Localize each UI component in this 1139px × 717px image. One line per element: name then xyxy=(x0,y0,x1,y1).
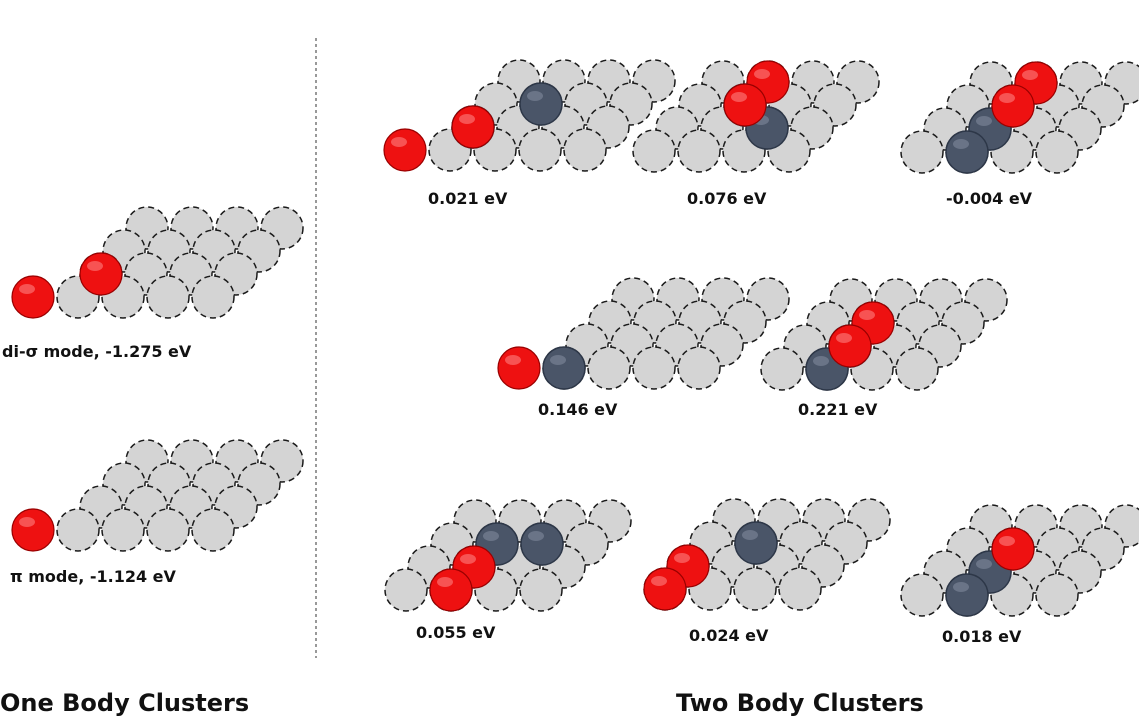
surface-atom xyxy=(632,346,676,390)
two-body-cluster-1: 0.076 eV xyxy=(632,60,880,208)
atom-highlight xyxy=(999,93,1015,103)
red-adsorbate-atom xyxy=(991,84,1035,128)
two-body-cluster-0: 0.021 eV xyxy=(383,59,676,208)
two-body-cluster-label: 0.221 eV xyxy=(798,400,878,419)
surface-atom xyxy=(56,508,100,552)
two-body-cluster-3: 0.146 eV xyxy=(497,277,790,419)
dark-adsorbate-atom xyxy=(519,82,563,126)
red-adsorbate-atom xyxy=(79,252,123,296)
dark-adsorbate-atom xyxy=(945,573,989,617)
two-body-cluster-label: 0.146 eV xyxy=(538,400,618,419)
two-body-cluster-label: 0.018 eV xyxy=(942,627,1022,646)
two-body-cluster-label: 0.021 eV xyxy=(428,189,508,208)
surface-atom xyxy=(900,573,944,617)
one-body-cluster-label: di-σ mode, -1.275 eV xyxy=(2,342,192,361)
surface-atom xyxy=(677,129,721,173)
two-body-cluster-label: 0.024 eV xyxy=(689,626,769,645)
atom-highlight xyxy=(527,91,543,101)
surface-atom xyxy=(778,567,822,611)
atom-highlight xyxy=(999,536,1015,546)
surface-atom xyxy=(677,346,721,390)
two-body-cluster-6: 0.024 eV xyxy=(643,498,891,645)
one-body-cluster-0: di-σ mode, -1.275 eV xyxy=(2,206,304,361)
dark-adsorbate-atom xyxy=(945,130,989,174)
dark-adsorbate-atom xyxy=(542,346,586,390)
atom-highlight xyxy=(976,559,992,569)
two-body-cluster-5: 0.055 eV xyxy=(384,499,632,642)
atom-highlight xyxy=(742,530,758,540)
two-body-cluster-7: 0.018 eV xyxy=(900,504,1139,646)
surface-atom xyxy=(1035,573,1079,617)
surface-atom xyxy=(146,508,190,552)
surface-atom xyxy=(101,508,145,552)
atom-highlight xyxy=(19,284,35,294)
two-body-cluster-4: 0.221 eV xyxy=(760,278,1008,419)
two-body-cluster-label: -0.004 eV xyxy=(946,189,1033,208)
atom-highlight xyxy=(651,576,667,586)
two-body-clusters: 0.021 eV 0.076 eV -0.004 eV 0.146 eV 0.221 e… xyxy=(383,59,1139,646)
atom-highlight xyxy=(953,139,969,149)
surface-atom xyxy=(900,130,944,174)
surface-atom xyxy=(1035,130,1079,174)
red-adsorbate-atom xyxy=(451,105,495,149)
surface-atom xyxy=(895,347,939,391)
dark-adsorbate-atom xyxy=(520,522,564,566)
red-adsorbate-atom xyxy=(11,275,55,319)
atom-highlight xyxy=(813,356,829,366)
two-body-cluster-label: 0.055 eV xyxy=(416,623,496,642)
atom-highlight xyxy=(550,355,566,365)
atom-highlight xyxy=(754,69,770,79)
surface-atom xyxy=(563,128,607,172)
atom-highlight xyxy=(1022,70,1038,80)
atom-highlight xyxy=(460,554,476,564)
red-adsorbate-atom xyxy=(991,527,1035,571)
atom-highlight xyxy=(674,553,690,563)
surface-atom xyxy=(519,568,563,612)
red-adsorbate-atom xyxy=(383,128,427,172)
red-adsorbate-atom xyxy=(723,83,767,127)
section-title-two-body: Two Body Clusters xyxy=(676,689,924,717)
surface-atom xyxy=(760,347,804,391)
atom-highlight xyxy=(437,577,453,587)
red-adsorbate-atom xyxy=(643,567,687,611)
atom-highlight xyxy=(87,261,103,271)
atom-highlight xyxy=(505,355,521,365)
surface-atom xyxy=(733,567,777,611)
surface-atom xyxy=(587,346,631,390)
atom-highlight xyxy=(19,517,35,527)
atom-highlight xyxy=(976,116,992,126)
atom-highlight xyxy=(836,333,852,343)
atom-highlight xyxy=(859,310,875,320)
red-adsorbate-atom xyxy=(11,508,55,552)
surface-atom xyxy=(518,128,562,172)
atom-highlight xyxy=(483,531,499,541)
atom-highlight xyxy=(391,137,407,147)
atom-highlight xyxy=(528,531,544,541)
surface-atom xyxy=(632,129,676,173)
one-body-cluster-1: π mode, -1.124 eV xyxy=(10,439,304,586)
surface-atom xyxy=(384,568,428,612)
red-adsorbate-atom xyxy=(497,346,541,390)
atom-highlight xyxy=(731,92,747,102)
surface-atom xyxy=(191,508,235,552)
section-title-one-body: One Body Clusters xyxy=(0,689,249,717)
two-body-cluster-label: 0.076 eV xyxy=(687,189,767,208)
red-adsorbate-atom xyxy=(429,568,473,612)
red-adsorbate-atom xyxy=(828,324,872,368)
surface-atom xyxy=(191,275,235,319)
surface-atom xyxy=(146,275,190,319)
atom-highlight xyxy=(459,114,475,124)
one-body-clusters: di-σ mode, -1.275 eV π mode, -1.124 eV xyxy=(2,206,304,586)
two-body-cluster-2: -0.004 eV xyxy=(900,61,1139,208)
dark-adsorbate-atom xyxy=(734,521,778,565)
atom-highlight xyxy=(953,582,969,592)
one-body-cluster-label: π mode, -1.124 eV xyxy=(10,567,177,586)
